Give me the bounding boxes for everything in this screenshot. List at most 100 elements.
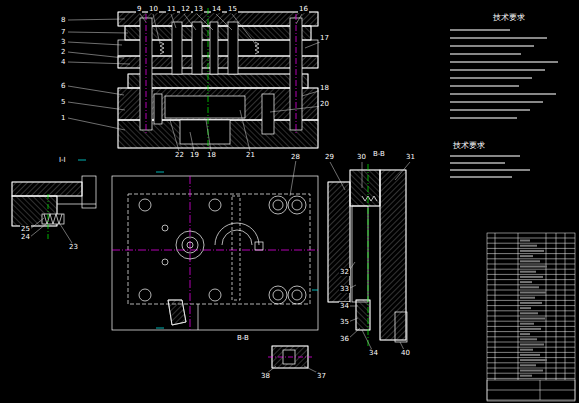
callout-number: 5 [60,98,66,106]
leader-lines [140,14,146,22]
parts-table [520,344,544,346]
callout-number: 21 [245,151,256,159]
side-section [330,162,345,190]
side-section [328,162,410,350]
notes-lines [450,37,547,39]
plan-view [269,196,287,214]
parts-table [520,240,530,242]
parts-table [487,290,575,291]
callout-number: 17 [319,34,330,42]
plan-view [112,176,318,330]
main-section [128,74,308,88]
parts-table [487,357,575,358]
callout-number: 33 [339,285,350,293]
main-section [118,8,318,150]
detail-view [42,214,64,224]
callout-number: 32 [339,268,350,276]
parts-table [487,238,575,239]
notes-lines [450,53,521,55]
main-section [154,94,162,124]
side-section [328,182,350,302]
parts-table [487,378,575,379]
plan-view [312,290,318,291]
main-section [160,42,164,54]
main-section [146,14,147,134]
parts-table [487,243,575,244]
plan-view [112,160,318,330]
parts-table [487,342,575,343]
plan-view [232,196,240,300]
callout-number: 40 [400,349,411,357]
notes-lines [450,109,530,111]
plan-view [288,286,306,304]
parts-table [518,233,519,380]
leader-lines [232,14,257,46]
callout-number: 9 [136,5,142,13]
side-section [395,162,410,180]
plan-view [162,225,168,231]
parts-table [520,338,537,340]
side-section [362,330,372,350]
detail-view [266,346,320,374]
parts-table [520,260,540,262]
leader-lines [170,120,179,151]
leader-lines [270,106,322,112]
parts-table [487,336,575,337]
parts-table [520,312,538,314]
side-section [362,162,363,188]
main-section [296,14,297,134]
callout-number: 2 [60,48,66,56]
plan-view [292,290,302,300]
parts-table [487,380,575,400]
parts-table [487,390,575,391]
parts-table [520,255,533,257]
parts-table [495,233,496,380]
parts-table [556,233,557,380]
main-section [262,94,274,134]
plan-view [209,199,221,211]
plan-view [112,250,318,251]
parts-table [520,286,539,288]
parts-table [487,368,575,369]
leader-lines [68,52,124,58]
parts-table [520,328,541,330]
notes-lines [450,156,530,177]
parts-table [520,323,534,325]
leader-lines [190,132,194,151]
plan-view [187,242,193,248]
plan-view [182,237,198,253]
leader-lines [240,110,250,151]
parts-table [520,349,533,351]
notes-lines [450,155,520,157]
plan-view [273,290,283,300]
parts-table [546,233,547,380]
plan-view [255,242,263,250]
detail-view [12,182,82,196]
callout-number: 14 [211,5,222,13]
callout-number: 1 [60,114,66,122]
plan-view [222,230,252,245]
parts-table [487,347,575,348]
leader-lines [216,14,232,30]
parts-table [487,258,575,259]
notes-lines [450,30,558,177]
leader-lines [68,86,124,95]
callout-number: 34 [368,349,379,357]
main-section [165,96,245,118]
parts-table [487,269,575,270]
callout-number: 13 [193,5,204,13]
parts-table [487,233,575,401]
callout-number: 28 [290,153,301,161]
parts-table [487,295,575,296]
parts-table [487,316,575,317]
side-section [380,170,406,340]
parts-table [487,284,575,285]
callout-number: 36 [339,335,350,343]
detail-view [268,357,312,358]
plan-view [162,259,168,265]
parts-table [520,375,532,377]
callout-number: 6 [60,82,66,90]
detail-view [57,204,96,205]
parts-table [520,245,537,247]
